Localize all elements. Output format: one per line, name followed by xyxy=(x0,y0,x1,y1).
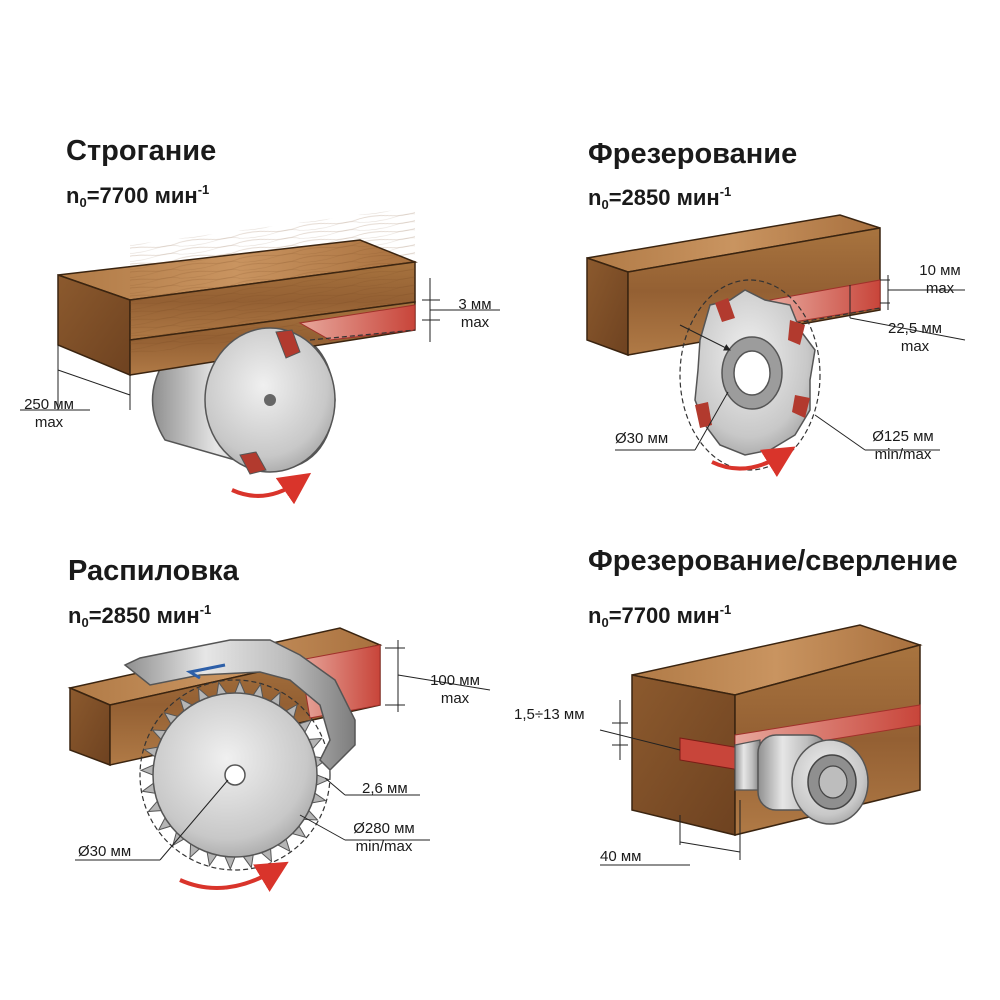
drilling-slot-label: 1,5÷13 мм xyxy=(514,706,585,723)
drilling-depth-label: 40 мм xyxy=(600,848,642,865)
sawing-illustration xyxy=(67,627,491,892)
drilling-speed: n0=7700 мин-1 xyxy=(588,602,732,630)
milling-bore-label: Ø30 мм xyxy=(615,430,669,447)
planing-speed: n0=7700 мин-1 xyxy=(66,182,210,210)
drilling-title: Фрезерование/сверление xyxy=(588,545,958,577)
drilling-illustration xyxy=(599,624,923,866)
milling-title: Фрезерование xyxy=(588,138,798,170)
sawing-speed: n0=2850 мин-1 xyxy=(68,602,212,630)
milling-speed: n0=2850 мин-1 xyxy=(588,184,732,212)
milling-illustration xyxy=(586,214,966,478)
sawing-kerf-label: 2,6 мм xyxy=(362,780,408,797)
sawing-bore-label: Ø30 мм xyxy=(78,843,132,860)
saw-tooth xyxy=(224,855,236,871)
saw-tooth xyxy=(139,764,155,776)
planing-title: Строгание xyxy=(66,135,217,167)
sawing-title: Распиловка xyxy=(68,555,239,587)
planing-illustration xyxy=(20,207,500,505)
